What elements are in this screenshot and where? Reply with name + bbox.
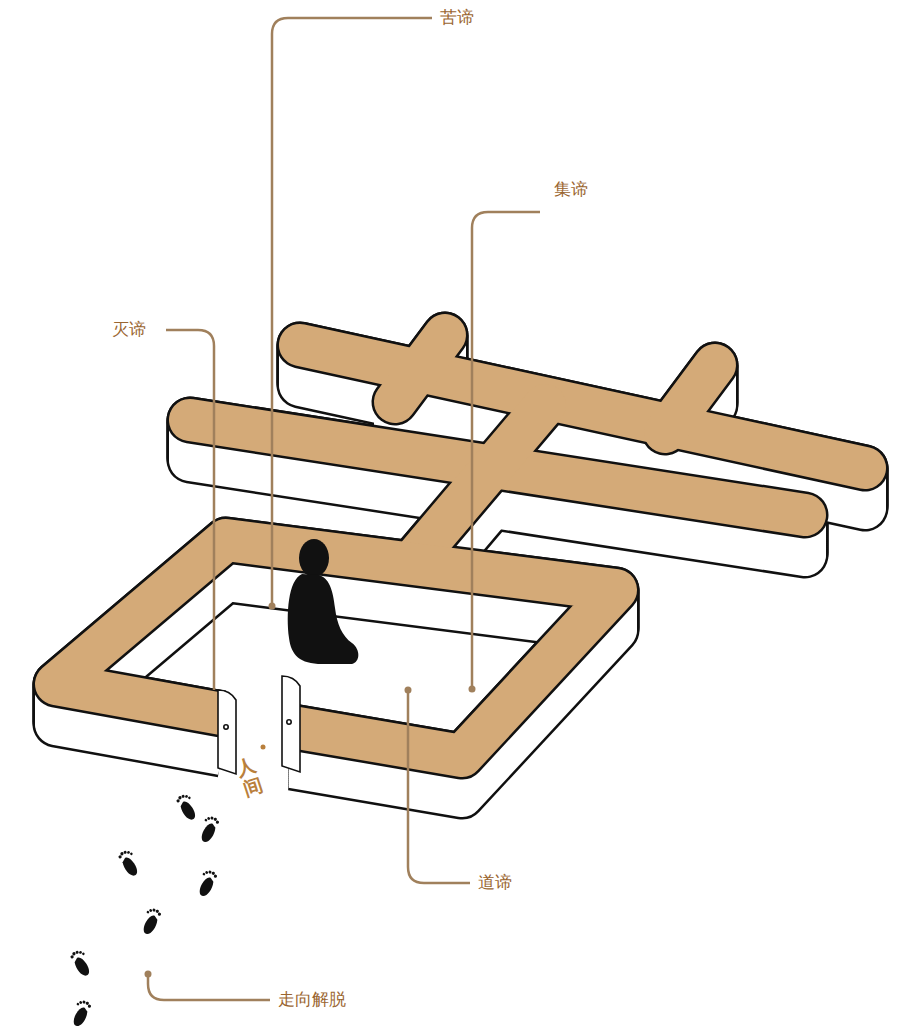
seated-figure — [288, 539, 359, 664]
maze-top-face — [56, 335, 865, 756]
extrusion-side — [56, 335, 865, 756]
leader-lines — [148, 18, 540, 1000]
footprints — [69, 792, 220, 1028]
callout-label: 苦谛 — [438, 7, 476, 27]
callout-label: 灭谛 — [110, 319, 148, 339]
path-label: 人间 — [234, 754, 265, 800]
maze-extrusion — [56, 335, 865, 796]
callout-label: 集谛 — [552, 179, 590, 199]
doors — [218, 676, 300, 774]
dot — [261, 745, 266, 750]
callout-label: 走向解脱 — [276, 989, 348, 1009]
callout-label: 道谛 — [476, 872, 514, 892]
maze-top-outline — [56, 335, 865, 756]
